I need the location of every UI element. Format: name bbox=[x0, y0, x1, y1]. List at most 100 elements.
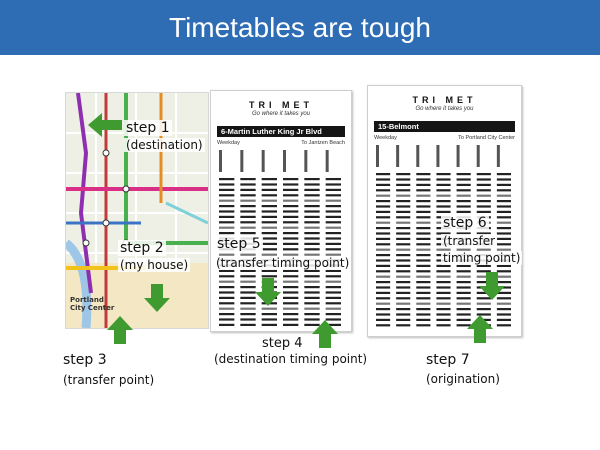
timetable-cell bbox=[325, 291, 341, 294]
timetable-cell bbox=[304, 237, 320, 240]
timetable-cell bbox=[261, 242, 277, 245]
timetable-cell bbox=[456, 205, 471, 208]
timetable-cell bbox=[261, 307, 277, 310]
timetable-cell bbox=[376, 216, 391, 219]
timetable-cell bbox=[416, 302, 431, 305]
timetable-cell bbox=[240, 226, 256, 229]
timetable-cell bbox=[396, 221, 411, 224]
timetable-cell bbox=[304, 248, 320, 251]
timetable-cell bbox=[219, 232, 235, 235]
timetable-cell bbox=[240, 215, 256, 218]
timetable-cell bbox=[325, 280, 341, 283]
timetable-cell bbox=[416, 318, 431, 321]
timetable-cell bbox=[496, 183, 511, 186]
timetable-cell bbox=[325, 188, 341, 191]
timetable-cell bbox=[304, 232, 320, 235]
direction-label: To Jantzen Beach bbox=[301, 140, 345, 146]
timetable-cell bbox=[376, 254, 391, 257]
column-header-stub bbox=[261, 150, 265, 172]
timetable-cell bbox=[283, 226, 299, 229]
timetable-cell bbox=[396, 275, 411, 278]
timetable-cell bbox=[436, 297, 451, 300]
timetable-cell bbox=[304, 280, 320, 283]
timetable-cell bbox=[240, 291, 256, 294]
column-header-stub bbox=[456, 145, 460, 167]
timetable-cell bbox=[396, 270, 411, 273]
timetable-cell bbox=[456, 178, 471, 181]
timetable-cell bbox=[416, 286, 431, 289]
timetable-cell bbox=[283, 313, 299, 316]
timetable-cell bbox=[396, 264, 411, 267]
timetable-cell bbox=[240, 296, 256, 299]
timetable-cell bbox=[283, 199, 299, 202]
timetable-cell bbox=[261, 318, 277, 321]
timetable-cell bbox=[283, 188, 299, 191]
timetable-cell bbox=[476, 189, 491, 192]
timetable-cell bbox=[304, 296, 320, 299]
timetable-cell bbox=[261, 232, 277, 235]
timetable-cell bbox=[283, 194, 299, 197]
timetable-cell bbox=[325, 232, 341, 235]
direction-label: To Portland City Center bbox=[458, 135, 515, 141]
timetable-cell bbox=[436, 248, 451, 251]
timetable-cell bbox=[396, 243, 411, 246]
timetable-cell bbox=[496, 270, 511, 273]
step2-desc: (my house) bbox=[118, 258, 191, 272]
timetable-cell bbox=[376, 318, 391, 321]
arrow-up-icon bbox=[467, 315, 493, 343]
timetable-cell bbox=[456, 281, 471, 284]
timetable-cell bbox=[240, 302, 256, 305]
timetable-cell bbox=[325, 242, 341, 245]
timetable-cell bbox=[476, 210, 491, 213]
timetable-cell bbox=[396, 227, 411, 230]
schedule-subheader: Weekday To Portland City Center bbox=[374, 135, 515, 141]
step6-desc-line2: timing point) bbox=[441, 251, 523, 265]
timetable-cell bbox=[325, 307, 341, 310]
column-header-stub bbox=[496, 145, 500, 167]
timetable-cell bbox=[416, 210, 431, 213]
timetable-cell bbox=[283, 215, 299, 218]
timetable-cell bbox=[304, 323, 320, 326]
timetable-cell bbox=[436, 200, 451, 203]
timetable-cell bbox=[436, 173, 451, 176]
timetable-cell bbox=[456, 318, 471, 321]
timetable-cell bbox=[261, 215, 277, 218]
trimet-logo: TRI MET bbox=[412, 95, 477, 105]
timetable-cell bbox=[476, 178, 491, 181]
timetable-cell bbox=[436, 210, 451, 213]
timetable-cell bbox=[325, 226, 341, 229]
timetable-cell bbox=[496, 189, 511, 192]
timetable-cell bbox=[240, 178, 256, 181]
timetable-cell bbox=[376, 173, 391, 176]
step4-label: step 4 bbox=[262, 336, 303, 351]
timetable-cell bbox=[496, 297, 511, 300]
timetable-cell bbox=[436, 302, 451, 305]
timetable-cell bbox=[396, 308, 411, 311]
timetable-cell bbox=[261, 226, 277, 229]
timetable-cell bbox=[261, 275, 277, 278]
timetable-cell bbox=[376, 221, 391, 224]
timetable-cell bbox=[416, 189, 431, 192]
timetable-cell bbox=[476, 270, 491, 273]
timetable-cell bbox=[261, 178, 277, 181]
timetable-cell bbox=[456, 286, 471, 289]
timetable-cell bbox=[416, 259, 431, 262]
timetable-cell bbox=[496, 281, 511, 284]
timetable-cell bbox=[219, 275, 235, 278]
timetable-cell bbox=[261, 313, 277, 316]
timetable-cell bbox=[304, 205, 320, 208]
timetable-cell bbox=[416, 308, 431, 311]
timetable-cell bbox=[416, 254, 431, 257]
timetable-cell bbox=[219, 253, 235, 256]
timetable-cell bbox=[219, 323, 235, 326]
timetable-cell bbox=[376, 270, 391, 273]
timetable-cell bbox=[496, 291, 511, 294]
timetable-cell bbox=[436, 183, 451, 186]
timetable-cell bbox=[476, 313, 491, 316]
timetable-cell bbox=[261, 221, 277, 224]
step7-desc: (origination) bbox=[426, 372, 500, 386]
timetable-cell bbox=[240, 275, 256, 278]
timetable-cell bbox=[476, 232, 491, 235]
timetable-cell bbox=[396, 216, 411, 219]
timetable-cell bbox=[283, 318, 299, 321]
